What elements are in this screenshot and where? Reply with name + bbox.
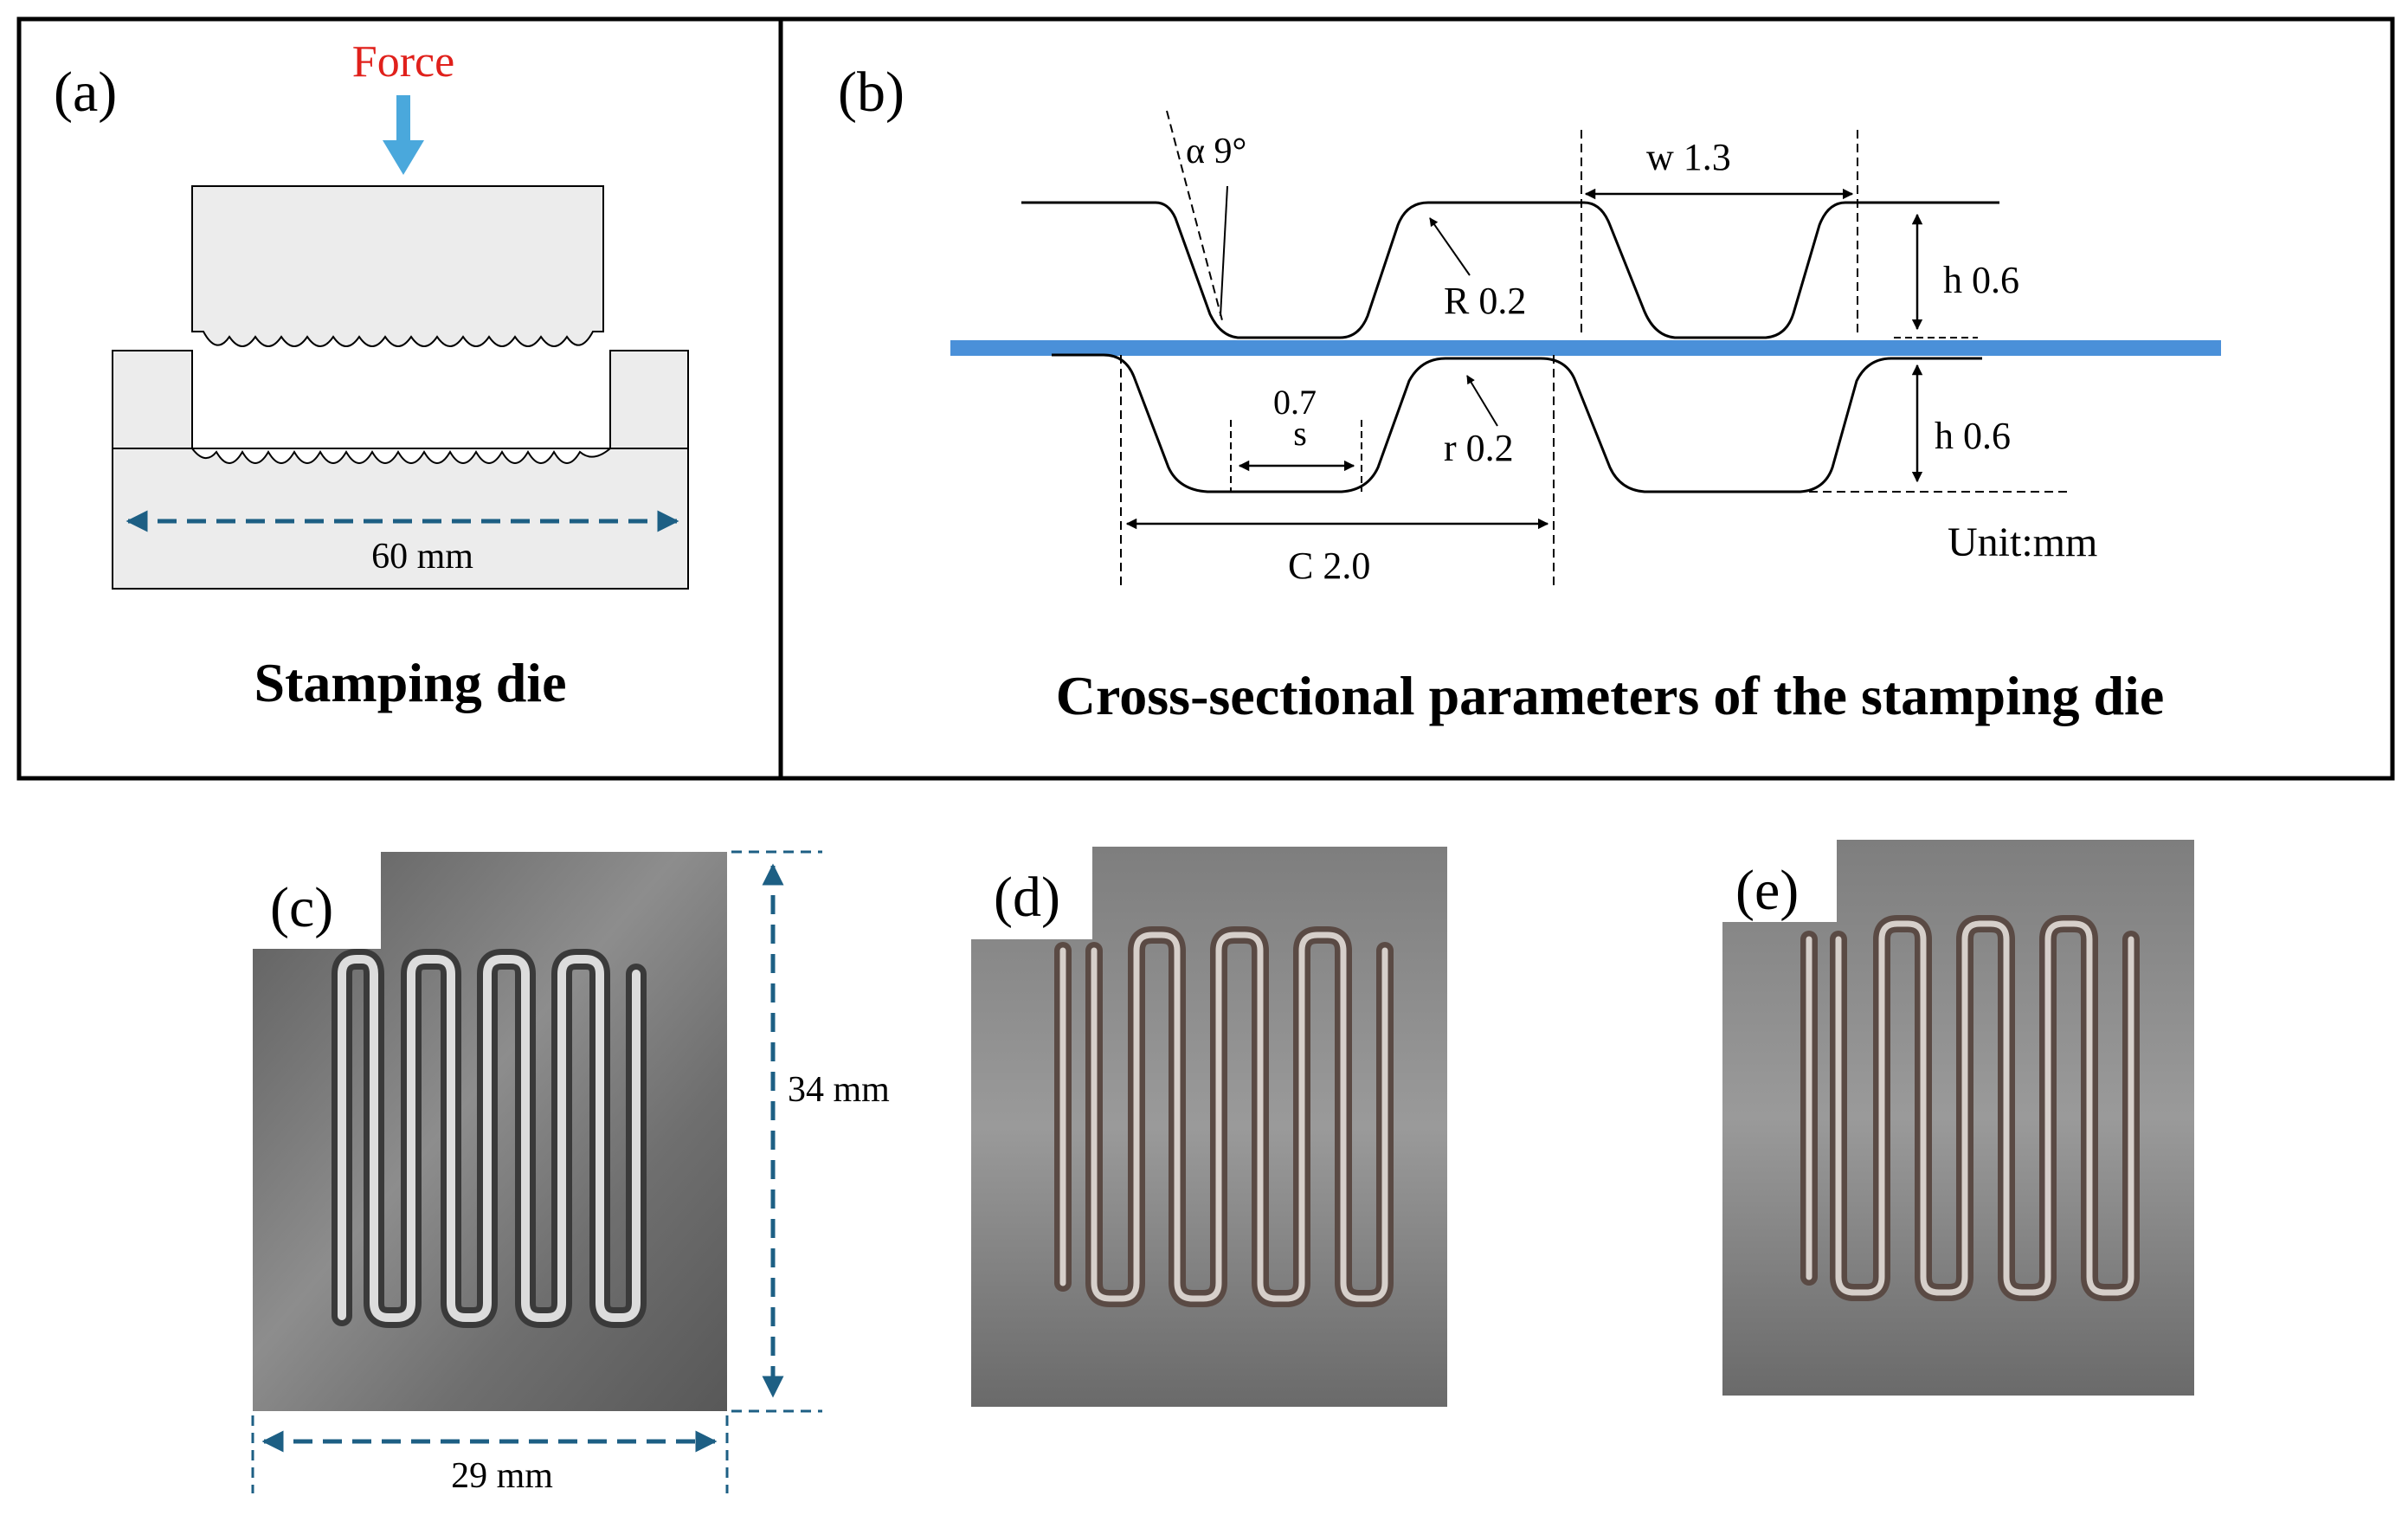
force-arrow [383, 95, 424, 175]
h-upper-label: h 0.6 [1943, 259, 2019, 301]
panel-b-frame [778, 16, 2395, 781]
R-label: R 0.2 [1444, 280, 1526, 322]
die-width-label: 60 mm [371, 537, 473, 577]
force-label: Force [352, 37, 454, 87]
panel-d-tag: (d) [994, 866, 1060, 929]
panel-e: (e) [1722, 840, 2194, 1396]
r-leader [1466, 375, 1498, 427]
panel-e-tag: (e) [1735, 859, 1799, 922]
R-leader [1429, 217, 1471, 276]
w-label: w 1.3 [1646, 136, 1731, 178]
alpha-label: α 9° [1186, 132, 1246, 171]
panel-a-caption: Stamping die [254, 652, 567, 713]
sheet-strip [950, 340, 2221, 356]
panel-d-channels [1054, 926, 1394, 1307]
panel-b-tag: (b) [838, 61, 905, 124]
panel-a-tag: (a) [54, 61, 117, 124]
lower-die-profile [1052, 353, 1982, 493]
panel-c: (c) 34 mm 29 mm [251, 850, 890, 1496]
s-label: s [1293, 414, 1307, 453]
panel-c-tag: (c) [270, 876, 333, 939]
panel-c-channels [332, 949, 647, 1328]
r-label: r 0.2 [1444, 427, 1514, 469]
s-value-label: 0.7 [1273, 383, 1317, 422]
c-height-label: 34 mm [788, 1070, 890, 1110]
h-lower-label: h 0.6 [1935, 415, 2011, 457]
panel-a: (a) Force 60 mm Stamping die [16, 16, 783, 781]
unit-label: Unit:mm [1948, 519, 2097, 565]
upper-die-profile [1021, 201, 1999, 339]
panel-d-photo [971, 847, 1447, 1407]
upper-punch [191, 185, 604, 347]
panel-b: (b) α 9° w 1.3 R 0.2 h 0.6 h 0.6 0.7 [778, 16, 2395, 781]
panel-b-caption: Cross-sectional parameters of the stampi… [1056, 665, 2164, 726]
panel-d: (d) [971, 847, 1447, 1407]
c-width-label: 29 mm [451, 1456, 553, 1496]
alpha-taper-line [1166, 110, 1223, 321]
alpha-vertical-line [1220, 185, 1228, 317]
panel-e-channels [1800, 915, 2140, 1301]
C-label: C 2.0 [1288, 545, 1370, 587]
